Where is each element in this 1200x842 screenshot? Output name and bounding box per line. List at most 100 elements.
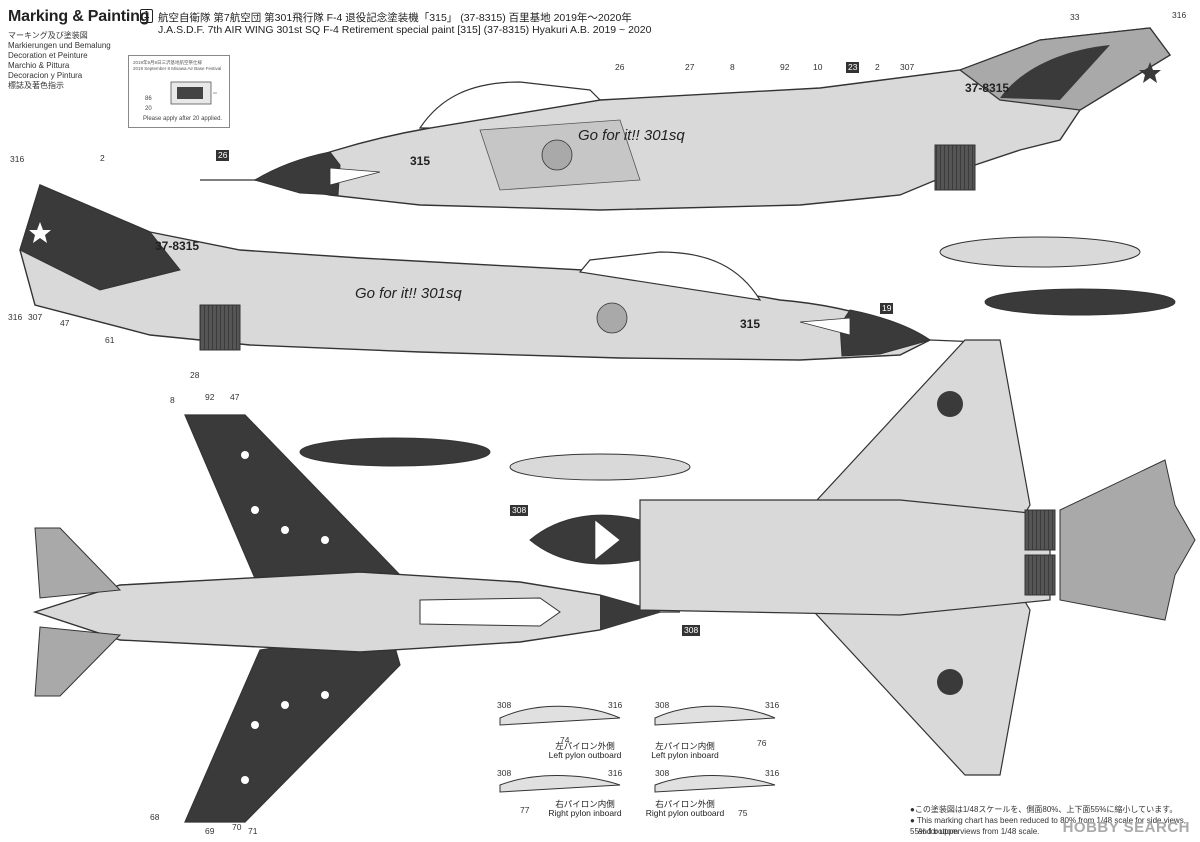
pylon-code: 316 xyxy=(608,768,623,778)
inset-note: Please apply after 20 applied. xyxy=(143,116,223,122)
pylon-code: 308 xyxy=(655,768,670,778)
callout: 307 xyxy=(900,62,915,72)
pylon-label-en: Right pylon outboard xyxy=(645,808,725,818)
bottom-stabilizers xyxy=(1059,459,1196,621)
right-radome xyxy=(253,151,341,196)
top-right-wing xyxy=(184,629,401,823)
right-canopy xyxy=(418,81,602,129)
callout-box: 26 xyxy=(216,150,230,161)
title-lang-it: Marchio & Pittura xyxy=(8,61,70,70)
pylon-diagrams xyxy=(499,705,776,793)
top-radome xyxy=(600,595,660,630)
tank-side-1 xyxy=(939,236,1141,268)
callout-box: 308 xyxy=(682,625,701,636)
callout: 69 xyxy=(205,826,215,836)
pylon-num: 75 xyxy=(738,808,748,818)
pylon-label-en: Left pylon outboard xyxy=(548,750,622,760)
callout: 316 xyxy=(8,312,23,322)
left-serial: 37-8315 xyxy=(155,239,199,253)
scale-note-en-2: and bottom views from 1/48 scale. xyxy=(918,827,1040,836)
left-radome xyxy=(839,309,932,357)
pylon-code: 316 xyxy=(765,768,780,778)
tank-mid-2 xyxy=(509,453,691,481)
right-hinomaru xyxy=(541,139,573,171)
pylon-code: 308 xyxy=(497,768,512,778)
callout: 316 xyxy=(10,154,25,164)
left-nose-number: 315 xyxy=(740,317,760,331)
nose-detail-radome xyxy=(529,514,641,565)
callout-box: 23 xyxy=(846,62,860,73)
pylon-label-jp: 右パイロン内側 xyxy=(555,799,615,809)
header-jp-line: 航空自衛隊 第7航空団 第301飛行隊 F-4 退役記念塗装機「315」 (37… xyxy=(158,12,632,24)
callout: 47 xyxy=(230,392,240,402)
callout: 68 xyxy=(150,812,160,822)
right-nose-number: 315 xyxy=(410,154,430,168)
inset-drawing xyxy=(170,81,217,105)
callout: 316 xyxy=(1172,10,1187,20)
tank-side-2 xyxy=(984,288,1176,316)
scale-note-en-1: ● This marking chart has been reduced to… xyxy=(910,816,1186,836)
pylon-code: 308 xyxy=(497,700,512,710)
pylon-label-jp: 左パイロン外側 xyxy=(555,741,615,751)
callout: 92 xyxy=(780,62,790,72)
pylon-code: 316 xyxy=(765,700,780,710)
callout: 92 xyxy=(205,392,215,402)
watermark-logo: HOBBY SEARCH xyxy=(1062,819,1190,836)
callout: 8 xyxy=(730,62,735,72)
callout: 10 xyxy=(813,62,823,72)
callout: 33 xyxy=(1070,12,1080,22)
right-exhaust xyxy=(934,144,976,191)
left-shark-mouth xyxy=(799,317,851,336)
festival-inset: 2019年9月8日三沢基地航空祭仕様 2019 September 8 Misa… xyxy=(128,55,230,128)
title-lang-de: Markierungen und Bemalung xyxy=(8,41,111,50)
callout: 71 xyxy=(248,826,258,836)
pylon-label-en: Right pylon inboard xyxy=(548,808,622,818)
left-hinomaru xyxy=(596,302,628,334)
bottom-hinomaru-1 xyxy=(937,391,963,417)
side-view-right: 315 Go for it!! 301sq 37-8315 xyxy=(200,27,1172,211)
callout: 70 xyxy=(232,822,242,832)
callout: 2 xyxy=(100,153,105,163)
left-tail xyxy=(19,184,181,291)
callout: 47 xyxy=(60,318,70,328)
title-lang-fr: Decoration et Peinture xyxy=(8,51,88,60)
nose-detail xyxy=(529,514,641,565)
pylon-code: 316 xyxy=(608,700,623,710)
bottom-view xyxy=(639,339,1196,776)
top-view xyxy=(32,414,680,823)
pylon-num: 77 xyxy=(520,805,530,815)
callout: 61 xyxy=(105,335,115,345)
callout-box: 308 xyxy=(510,505,529,516)
title-lang-es: Decoracion y Pintura xyxy=(8,71,83,80)
callout: 26 xyxy=(615,62,625,72)
left-tail-star xyxy=(29,222,51,243)
right-tail-dark-art xyxy=(1000,45,1110,100)
pylon-label-en: Left pylon inboard xyxy=(651,750,719,760)
pylon-label-jp: 右パイロン外側 xyxy=(655,799,715,809)
title-lang-jp: マーキング及び塗装図 xyxy=(8,31,88,40)
callout: 2 xyxy=(875,62,880,72)
drop-tanks xyxy=(299,236,1176,481)
callout: 27 xyxy=(685,62,695,72)
right-tail-star xyxy=(1139,62,1161,83)
inset-callout-86: 86 xyxy=(145,96,152,102)
title-lang-zh: 標誌及著色指示 xyxy=(8,81,64,90)
right-shark-mouth xyxy=(329,167,381,186)
inset-line-jp: 2019年9月8日三沢基地航空祭仕様 xyxy=(133,60,203,65)
pylon-num: 76 xyxy=(757,738,767,748)
section-number-badge: 1 xyxy=(140,9,153,23)
callout: 307 xyxy=(28,312,43,322)
top-canopy xyxy=(419,597,561,627)
pylon-label-jp: 左パイロン内側 xyxy=(655,741,715,751)
callout: 28 xyxy=(190,370,200,380)
tank-mid-1 xyxy=(299,437,491,467)
pylon-code: 308 xyxy=(655,700,670,710)
right-serial: 37-8315 xyxy=(965,81,1009,95)
bottom-hinomaru-2 xyxy=(937,669,963,695)
scale-note-jp: ●この塗装図は1/48スケールを、側面80%、上下面55%に縮小しています。 xyxy=(910,805,1178,814)
bottom-fuselage xyxy=(639,499,1051,616)
inset-callout-20: 20 xyxy=(145,106,152,112)
page-title: Marking & Painting xyxy=(8,8,150,25)
